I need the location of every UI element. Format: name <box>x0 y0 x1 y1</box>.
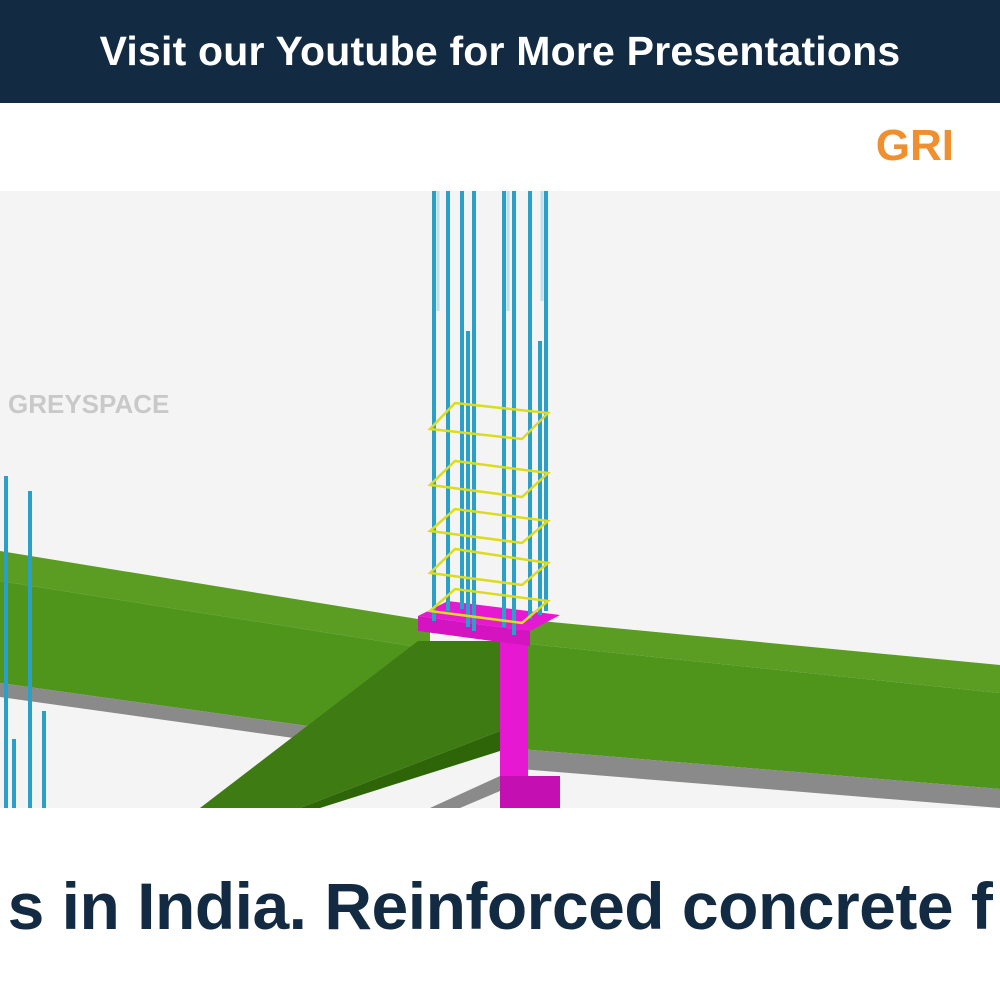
caption-text: s in India. Reinforced concrete f <box>7 869 993 943</box>
right-slab-edge <box>520 749 1000 808</box>
front-beam-side <box>200 641 500 808</box>
brand-logo: GRI <box>875 121 954 170</box>
left-rebar-group <box>4 476 46 808</box>
right-beam-top <box>520 619 1000 693</box>
front-slab-edge <box>430 776 500 808</box>
banner-text: Visit our Youtube for More Presentations <box>99 28 901 74</box>
left-beam-top <box>0 551 430 649</box>
rebar-lap-splice <box>436 191 544 311</box>
left-beam-face <box>0 581 430 743</box>
column-base <box>500 776 560 808</box>
right-beam-face <box>520 643 1000 789</box>
top-banner[interactable]: Visit our Youtube for More Presentations <box>0 0 1000 103</box>
watermark-text: GREYSPACE <box>8 389 169 419</box>
column-rebar <box>432 191 548 635</box>
caption-row: s in India. Reinforced concrete f <box>0 808 1000 1000</box>
rc-frame-illustration: GREYSPACE <box>0 191 1000 808</box>
column-stirrups <box>427 401 551 625</box>
front-beam-shadow <box>300 731 500 808</box>
logo-row: GRI <box>0 103 1000 191</box>
structure-render: GREYSPACE <box>0 191 1000 808</box>
column-lower-front <box>500 641 528 808</box>
column-head-top <box>418 601 560 631</box>
